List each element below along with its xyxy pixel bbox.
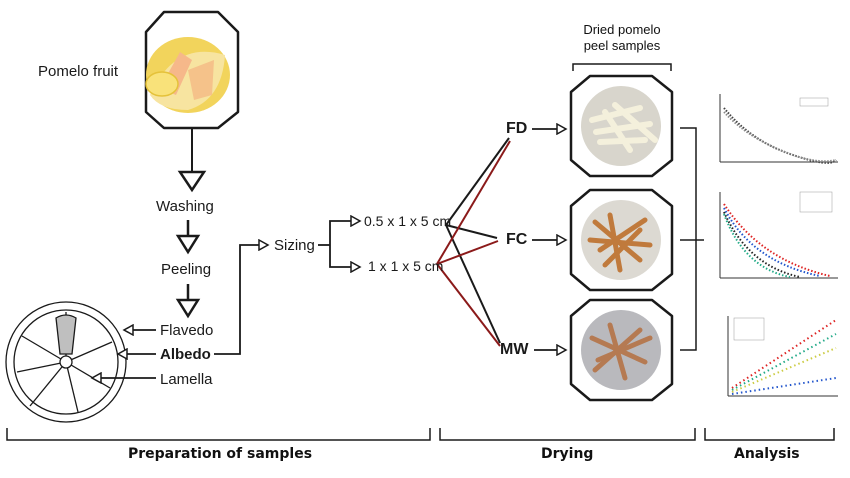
pomelo-cross-section xyxy=(5,301,127,423)
label-size-small: 0.5 x 1 x 5 cm xyxy=(364,213,452,229)
sample-fd xyxy=(569,74,674,178)
analysis-plot-2 xyxy=(707,186,841,282)
arrow-to-size-large xyxy=(329,245,360,267)
label-sizing: Sizing xyxy=(274,237,315,254)
label-flavedo: Flavedo xyxy=(160,322,214,339)
pomelo-fruit-image xyxy=(145,37,230,113)
label-mw: MW xyxy=(500,341,529,358)
bracket-preparation xyxy=(6,428,431,441)
bracket-analysis xyxy=(704,428,835,441)
arrowhead-peeling xyxy=(175,234,201,255)
bracket-drying xyxy=(439,428,696,441)
sample-fc xyxy=(569,188,674,292)
label-size-large: 1 x 1 x 5 cm xyxy=(368,258,444,274)
samples-to-analysis-connector xyxy=(680,127,704,351)
arrow-to-size-small xyxy=(329,221,360,245)
arrowhead-layers xyxy=(175,298,201,319)
section-analysis: Analysis xyxy=(734,446,800,462)
size-large-connectors xyxy=(436,140,511,347)
samples-header-line2: peel samples xyxy=(583,38,661,53)
label-fd: FD xyxy=(506,120,528,137)
samples-header: Dried pomelo peel samples xyxy=(562,22,682,54)
samples-header-line1: Dried pomelo xyxy=(583,22,661,37)
analysis-plot-3 xyxy=(707,310,841,406)
label-pomelo-fruit: Pomelo fruit xyxy=(38,63,119,80)
samples-bracket xyxy=(572,63,672,71)
arrowhead-washing xyxy=(177,170,207,193)
section-drying: Drying xyxy=(541,446,594,462)
label-lamella: Lamella xyxy=(160,371,213,388)
arrow-albedo-to-sizing xyxy=(214,245,268,355)
pomelo-fruit-frame xyxy=(144,10,240,130)
analysis-plot-1 xyxy=(707,88,841,174)
sample-mw xyxy=(569,298,674,402)
label-peeling: Peeling xyxy=(161,261,212,278)
label-washing: Washing xyxy=(156,198,214,215)
section-preparation: Preparation of samples xyxy=(128,446,313,462)
size-small-connectors xyxy=(445,137,510,344)
label-albedo: Albedo xyxy=(160,346,211,363)
label-fc: FC xyxy=(506,231,528,248)
